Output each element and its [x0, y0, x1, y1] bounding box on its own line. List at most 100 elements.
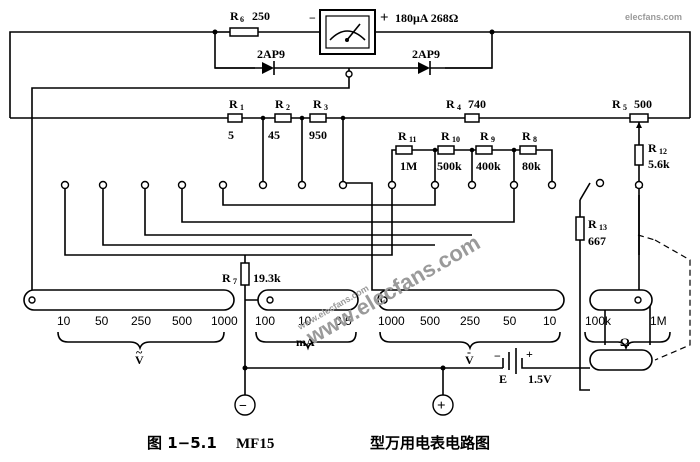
r12-name: R: [648, 141, 657, 155]
wires: [9, 31, 691, 398]
r10-sub: 10: [452, 135, 460, 144]
r11-name: R: [398, 129, 407, 143]
resistor-r12: [634, 144, 644, 166]
ohm-unit: Ω: [620, 335, 630, 349]
r2-value: 45: [268, 128, 280, 142]
r11-sub: 11: [409, 135, 417, 144]
acv-unit-mark: ~: [136, 345, 143, 359]
acv-tick-2: 50: [95, 314, 109, 328]
diode-right: [418, 61, 431, 75]
r9-sub: 9: [491, 135, 495, 144]
acv-tick-5: 1000: [211, 314, 238, 328]
resistor-r11: [395, 145, 413, 155]
r6-name: R: [230, 9, 239, 23]
selector-contacts: [60, 178, 644, 190]
r6-value: 250: [252, 9, 270, 23]
diode-left-label: 2AP9: [257, 47, 285, 61]
r5-name: R: [612, 97, 621, 111]
r12-sub: 12: [659, 147, 667, 156]
positive-terminal[interactable]: [432, 394, 454, 416]
acv-tick-3: 250: [131, 314, 151, 328]
battery: [508, 348, 517, 374]
battery-plus: +: [526, 347, 533, 361]
r13-value: 667: [588, 234, 606, 248]
r4-sub: 4: [457, 103, 461, 112]
dcv-tick-5: 10: [543, 314, 557, 328]
resistor-r3: [309, 113, 327, 123]
r9-name: R: [480, 129, 489, 143]
neg-terminal-symbol: −: [239, 399, 247, 414]
resistor-r2: [274, 113, 292, 123]
resistor-r13: [575, 216, 585, 241]
caption-model: MF15: [236, 436, 274, 452]
r3-name: R: [313, 97, 322, 111]
r7-name: R: [222, 271, 231, 285]
r8-value: 80k: [522, 159, 541, 173]
resistor-r5: [629, 113, 649, 123]
resistor-r8: [519, 145, 537, 155]
r13-name: R: [588, 217, 597, 231]
watermark-3: elecfans.com: [625, 12, 682, 22]
ma-tick-2: 10: [298, 314, 312, 328]
resistor-r7: [240, 262, 250, 286]
negative-terminal[interactable]: [234, 394, 256, 416]
resistor-r6: [229, 27, 259, 37]
r3-sub: 3: [324, 103, 328, 112]
ohm-adjust-linkage: [635, 182, 691, 361]
battery-minus: −: [494, 349, 501, 363]
r5-sub: 5: [623, 103, 627, 112]
acv-unit: V: [135, 353, 144, 367]
r8-sub: 8: [533, 135, 537, 144]
r10-name: R: [441, 129, 450, 143]
dcv-tick-2: 500: [420, 314, 440, 328]
ma-unit: mA: [296, 335, 315, 349]
r1-value: 5: [228, 128, 234, 142]
acv-tick-1: 10: [57, 314, 71, 328]
resistor-r9: [475, 145, 493, 155]
r12-value: 5.6k: [648, 157, 670, 171]
resistor-r4: [464, 113, 480, 123]
r1-sub: 1: [240, 103, 244, 112]
r3-value: 950: [309, 128, 327, 142]
meter-spec: 180μA 268Ω: [395, 11, 459, 25]
meter-plus: +: [380, 10, 389, 26]
r6-sub: 6: [240, 15, 244, 24]
battery-name: E: [499, 372, 507, 386]
r5-value: 500: [634, 97, 652, 111]
r8-name: R: [522, 129, 531, 143]
r9-value: 400k: [476, 159, 501, 173]
r13-sub: 13: [599, 223, 607, 232]
r11-value: 1M: [400, 159, 417, 173]
pos-terminal-symbol: +: [437, 398, 446, 414]
caption-fig: 图 1−5.1: [147, 434, 217, 452]
r4-value: 740: [468, 97, 486, 111]
scale-brackets: [57, 331, 671, 351]
acv-tick-4: 500: [172, 314, 192, 328]
dcv-unit: V: [465, 353, 474, 367]
ma-tick-1: 100: [255, 314, 275, 328]
r2-name: R: [275, 97, 284, 111]
meter-minus: −: [309, 11, 316, 25]
r7-sub: 7: [233, 277, 237, 286]
battery-value: 1.5V: [528, 372, 552, 386]
range-slide-bars: [23, 289, 653, 371]
diode-right-label: 2AP9: [412, 47, 440, 61]
resistor-r10: [437, 145, 455, 155]
r1-name: R: [229, 97, 238, 111]
r10-value: 500k: [437, 159, 462, 173]
resistor-r1: [227, 113, 243, 123]
diode-left: [262, 61, 275, 75]
meter: [319, 9, 376, 55]
ohm-tick-2: 1M: [650, 314, 667, 328]
r7-value: 19.3k: [253, 271, 281, 285]
caption-title: 型万用电表电路图: [370, 434, 490, 452]
r4-name: R: [446, 97, 455, 111]
ma-tick-3: 0.5: [335, 314, 352, 328]
dcv-tick-4: 50: [503, 314, 517, 328]
dcv-tick-3: 250: [460, 314, 480, 328]
dcv-unit-mark: -: [467, 345, 471, 359]
r2-sub: 2: [286, 103, 290, 112]
ohm-tick-1: 100k: [585, 314, 612, 328]
dcv-tick-1: 1000: [378, 314, 405, 328]
